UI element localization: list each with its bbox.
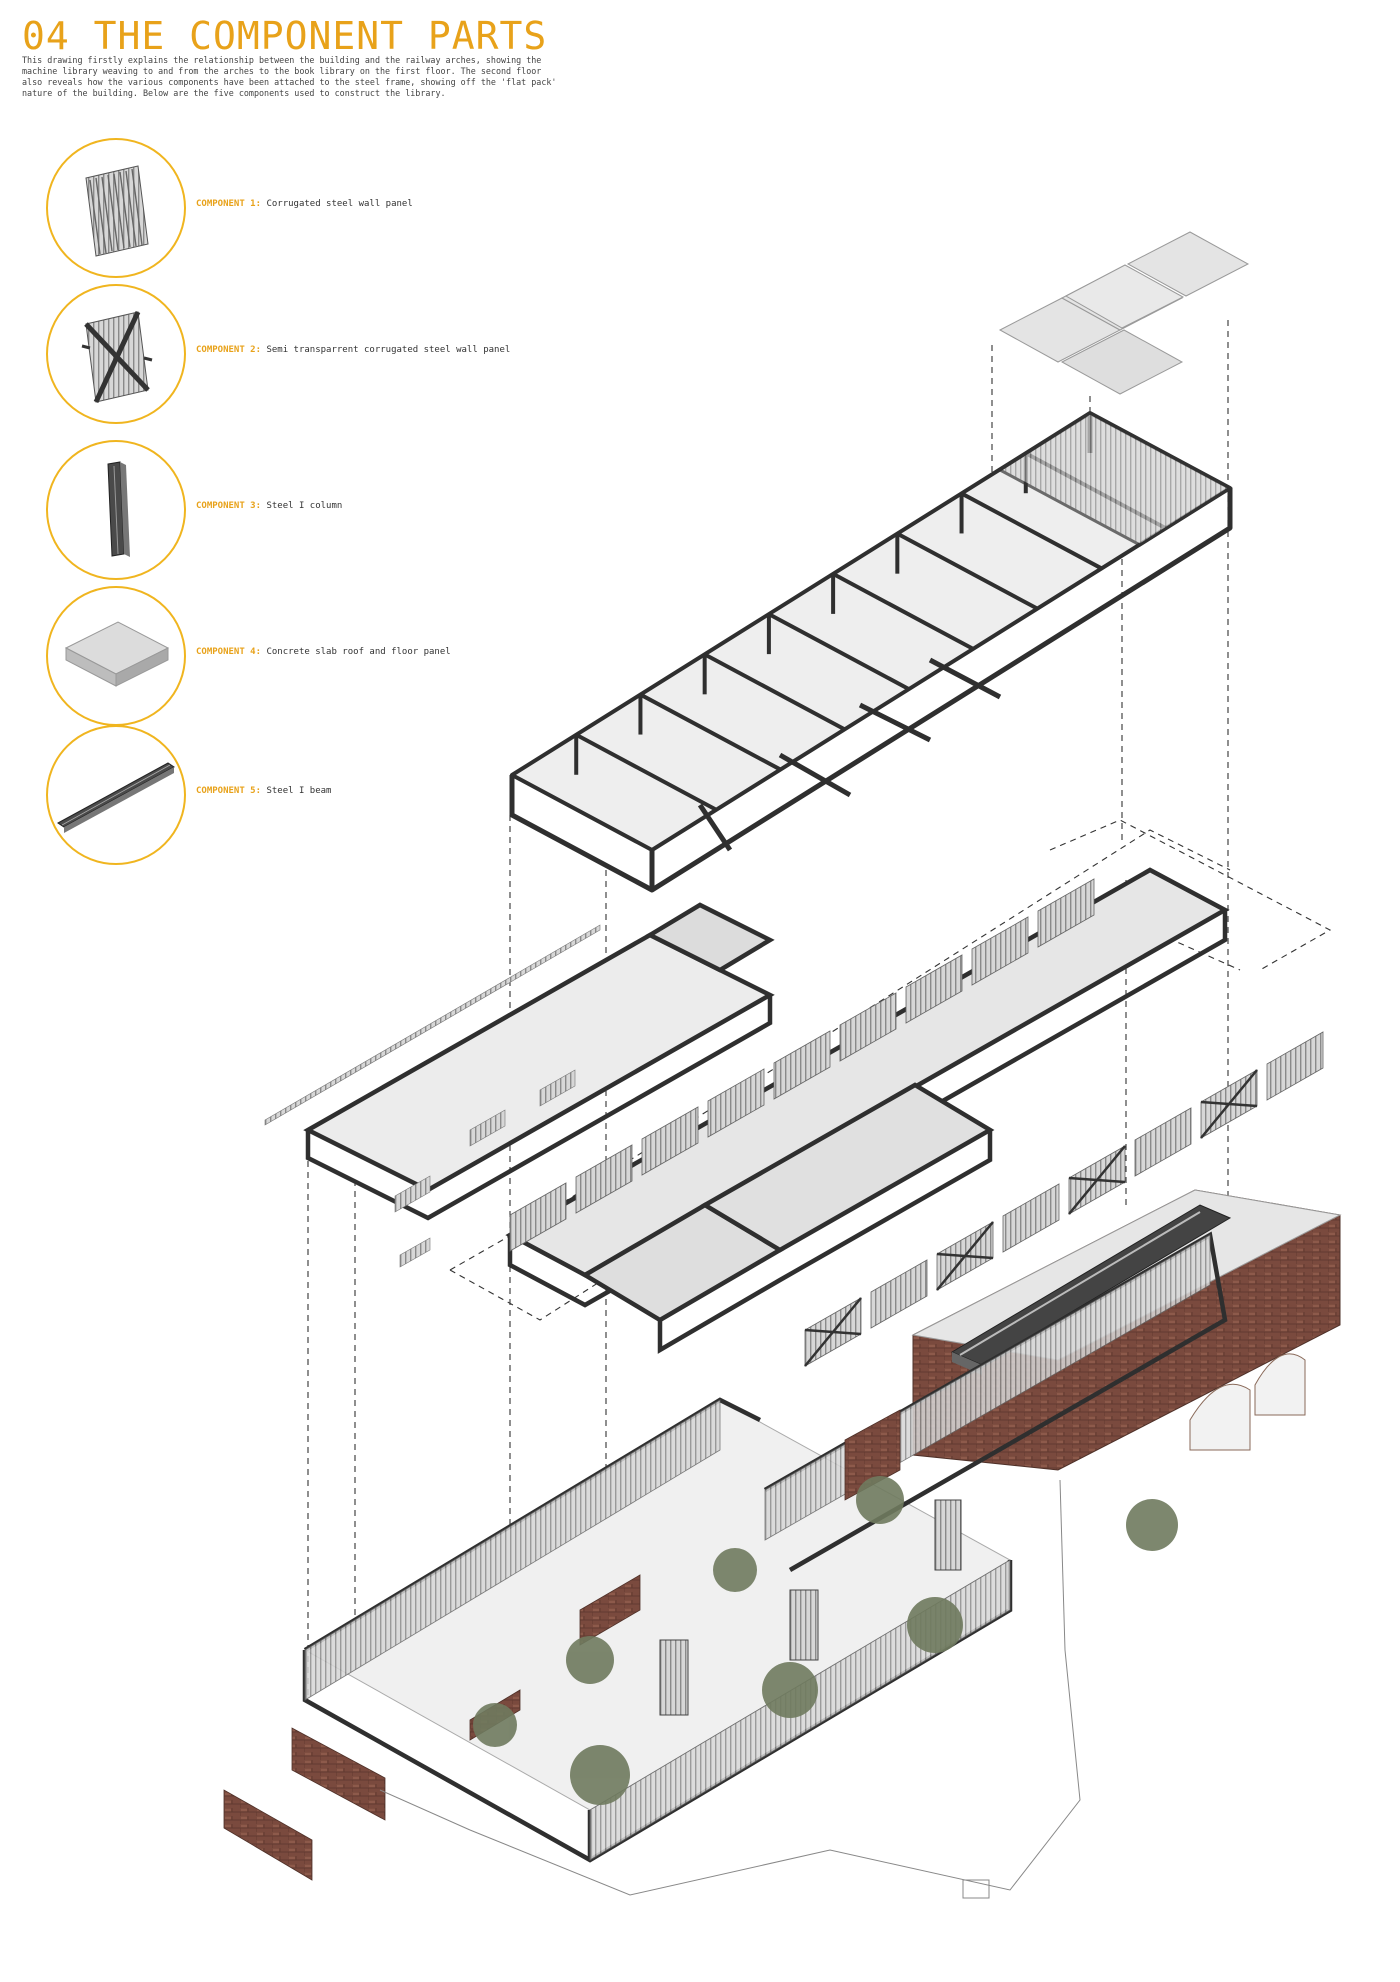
i-beam-icon	[57, 762, 175, 833]
wall-panel	[1002, 1183, 1060, 1253]
first-floor-main-frame	[505, 867, 1230, 1354]
wall-panel	[971, 916, 1029, 986]
frame-bay-beam	[832, 572, 975, 651]
component-3-circle	[46, 440, 186, 580]
floating-wall-panels	[509, 878, 1324, 1367]
ground-floor-cores	[659, 1499, 962, 1716]
intro-paragraph: This drawing firstly explains the relati…	[22, 55, 557, 98]
wall-panel	[773, 1030, 831, 1100]
component-4-description: Concrete slab roof and floor panel	[266, 647, 451, 657]
second-floor-cantilever-beams	[697, 657, 1002, 852]
component-row-3: COMPONENT 3: Steel I column	[46, 440, 566, 580]
component-5-label: COMPONENT 5: Steel I beam	[196, 786, 331, 796]
component-1-number: COMPONENT 1:	[196, 199, 262, 209]
component-3-number: COMPONENT 3:	[196, 501, 262, 511]
component-1-label: COMPONENT 1: Corrugated steel wall panel	[196, 199, 413, 209]
frame-bay-beam	[960, 491, 1103, 571]
site-outline	[379, 1479, 1081, 1899]
component-5-number: COMPONENT 5:	[196, 786, 262, 796]
corrugated-panel-icon	[85, 165, 149, 257]
component-row-4: COMPONENT 4: Concrete slab roof and floo…	[46, 586, 566, 726]
panel-bracing	[1068, 1145, 1126, 1215]
wall-panel	[1134, 1107, 1192, 1177]
component-4-label: COMPONENT 4: Concrete slab roof and floo…	[196, 647, 451, 657]
wall-panel	[839, 992, 897, 1062]
first-floor-left-panels	[264, 924, 601, 1268]
component-row-1: COMPONENT 1: Corrugated steel wall panel	[46, 138, 566, 278]
component-2-number: COMPONENT 2:	[196, 345, 262, 355]
wall-panel	[707, 1068, 765, 1138]
component-1-circle	[46, 138, 186, 278]
panel-bracing	[936, 1221, 994, 1291]
concrete-slab-icon	[64, 621, 170, 687]
panel-bracing	[804, 1297, 862, 1367]
panel-bracing	[1200, 1069, 1258, 1139]
second-floor-rooms	[997, 411, 1233, 547]
page-title: 04 THE COMPONENT PARTS	[22, 14, 548, 58]
roof-slabs	[998, 231, 1250, 395]
frame-bay-beam	[703, 652, 846, 732]
i-column-icon	[107, 461, 130, 557]
component-5-description: Steel I beam	[266, 786, 332, 796]
component-5-circle	[46, 725, 186, 865]
component-1-description: Corrugated steel wall panel	[266, 199, 413, 209]
component-row-5: COMPONENT 5: Steel I beam	[46, 725, 566, 865]
component-3-description: Steel I column	[266, 501, 343, 511]
component-4-number: COMPONENT 4:	[196, 647, 262, 657]
component-2-label: COMPONENT 2: Semi transparrent corrugate…	[196, 345, 510, 355]
wall-panel	[1037, 878, 1095, 948]
wall-panel	[575, 1144, 633, 1214]
wall-panel	[905, 954, 963, 1024]
first-floor-left-frame	[303, 902, 775, 1221]
frame-bay-beam	[767, 612, 910, 691]
frame-bay-beam	[575, 733, 718, 812]
wall-panel	[870, 1259, 928, 1329]
component-3-label: COMPONENT 3: Steel I column	[196, 501, 342, 511]
component-2-circle	[46, 284, 186, 424]
wall-panel	[1266, 1031, 1324, 1101]
ground-floor-trees	[473, 1476, 1178, 1805]
frame-bay-beam	[639, 692, 782, 772]
frame-bay-beam	[896, 531, 1039, 611]
wall-panel	[641, 1106, 699, 1176]
braced-panel-icon	[81, 310, 153, 404]
component-2-description: Semi transparrent corrugated steel wall …	[266, 345, 511, 355]
component-row-2: COMPONENT 2: Semi transparrent corrugate…	[46, 284, 566, 424]
component-4-circle	[46, 586, 186, 726]
wall-panel	[509, 1182, 567, 1252]
